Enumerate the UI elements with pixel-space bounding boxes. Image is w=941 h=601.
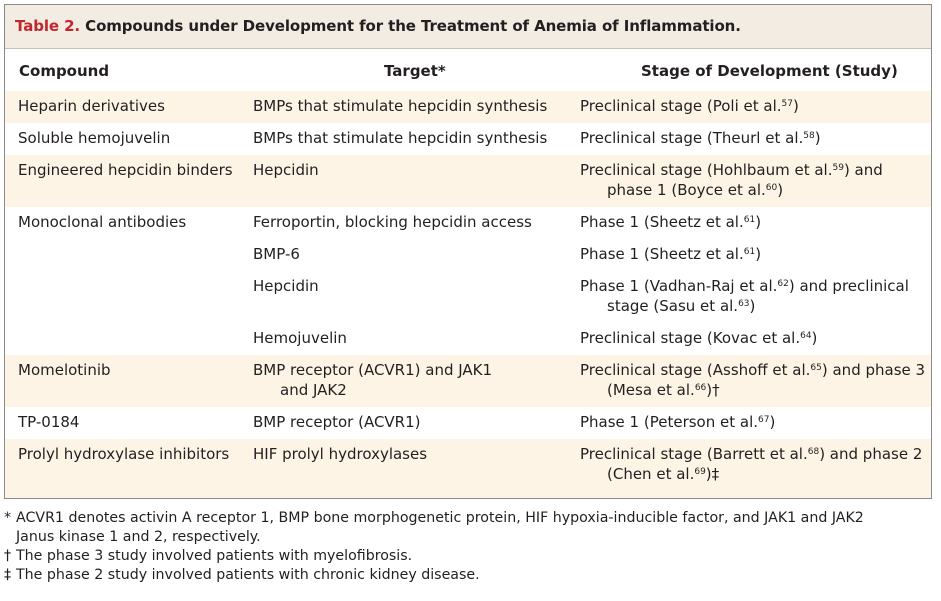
table-row: Soluble hemojuvelin BMPs that stimulate … [5,123,931,155]
cell-stage: Preclinical stage (Hohlbaum et al.59) an… [580,161,883,199]
header-target: Target* [384,62,446,80]
table: Table 2. Compounds under Development for… [4,4,932,499]
table-row: TP-0184 BMP receptor (ACVR1) Phase 1 (Pe… [5,407,931,439]
cell-stage: Preclinical stage (Asshoff et al.65) and… [580,361,926,399]
table-row: BMP-6 Phase 1 (Sheetz et al.61) [5,239,931,271]
cell-compound: Momelotinib [18,361,111,379]
footnote-abbreviations: *ACVR1 denotes activin A receptor 1, BMP… [4,510,864,526]
table-row: Monoclonal antibodies Ferroportin, block… [5,207,931,239]
cell-target: Hepcidin [253,277,319,295]
cell-compound: Prolyl hydroxylase inhibitors [18,445,230,463]
cell-target: Hemojuvelin [253,329,347,347]
footnote-abbreviations-cont: Janus kinase 1 and 2, respectively. [16,529,261,545]
cell-compound: TP-0184 [18,413,80,431]
cell-target: BMPs that stimulate hepcidin synthesis [253,129,548,147]
cell-stage: Phase 1 (Peterson et al.67) [580,413,776,431]
cell-stage: Preclinical stage (Theurl et al.58) [580,129,821,147]
cell-stage: Preclinical stage (Poli et al.57) [580,97,799,115]
table-title: Table 2. Compounds under Development for… [5,5,931,49]
table-row: Heparin derivatives BMPs that stimulate … [5,91,931,123]
header-compound: Compound [19,62,110,80]
header-stage: Stage of Development (Study) [641,62,898,80]
table-row: Hepcidin Phase 1 (Vadhan-Raj et al.62) a… [5,271,931,323]
cell-compound: Monoclonal antibodies [18,213,187,231]
cell-stage: Phase 1 (Vadhan-Raj et al.62) and precli… [580,277,909,315]
cell-compound: Soluble hemojuvelin [18,129,171,147]
table-footnotes: *ACVR1 denotes activin A receptor 1, BMP… [4,509,934,585]
footnote-double-dagger: ‡The phase 2 study involved patients wit… [4,567,480,583]
table-row: Engineered hepcidin binders Hepcidin Pre… [5,155,931,207]
cell-stage: Preclinical stage (Kovac et al.64) [580,329,818,347]
table-row: Hemojuvelin Preclinical stage (Kovac et … [5,323,931,355]
cell-target: BMPs that stimulate hepcidin synthesis [253,97,548,115]
table-row: Momelotinib BMP receptor (ACVR1) and JAK… [5,355,931,407]
cell-target: BMP-6 [253,245,300,263]
cell-target: BMP receptor (ACVR1) and JAK1 and JAK2 [253,361,493,399]
cell-stage: Preclinical stage (Barrett et al.68) and… [580,445,923,483]
cell-compound: Engineered hepcidin binders [18,161,233,179]
footnote-dagger: †The phase 3 study involved patients wit… [4,548,413,564]
table-caption: Compounds under Development for the Trea… [85,17,741,35]
table-row: Prolyl hydroxylase inhibitors HIF prolyl… [5,439,931,498]
cell-stage: Phase 1 (Sheetz et al.61) [580,213,762,231]
cell-target: BMP receptor (ACVR1) [253,413,421,431]
cell-stage: Phase 1 (Sheetz et al.61) [580,245,762,263]
cell-target: HIF prolyl hydroxylases [253,445,428,463]
cell-target: Ferroportin, blocking hepcidin access [253,213,532,231]
cell-target: Hepcidin [253,161,319,179]
cell-compound: Heparin derivatives [18,97,165,115]
table-number: Table 2. [15,17,81,35]
